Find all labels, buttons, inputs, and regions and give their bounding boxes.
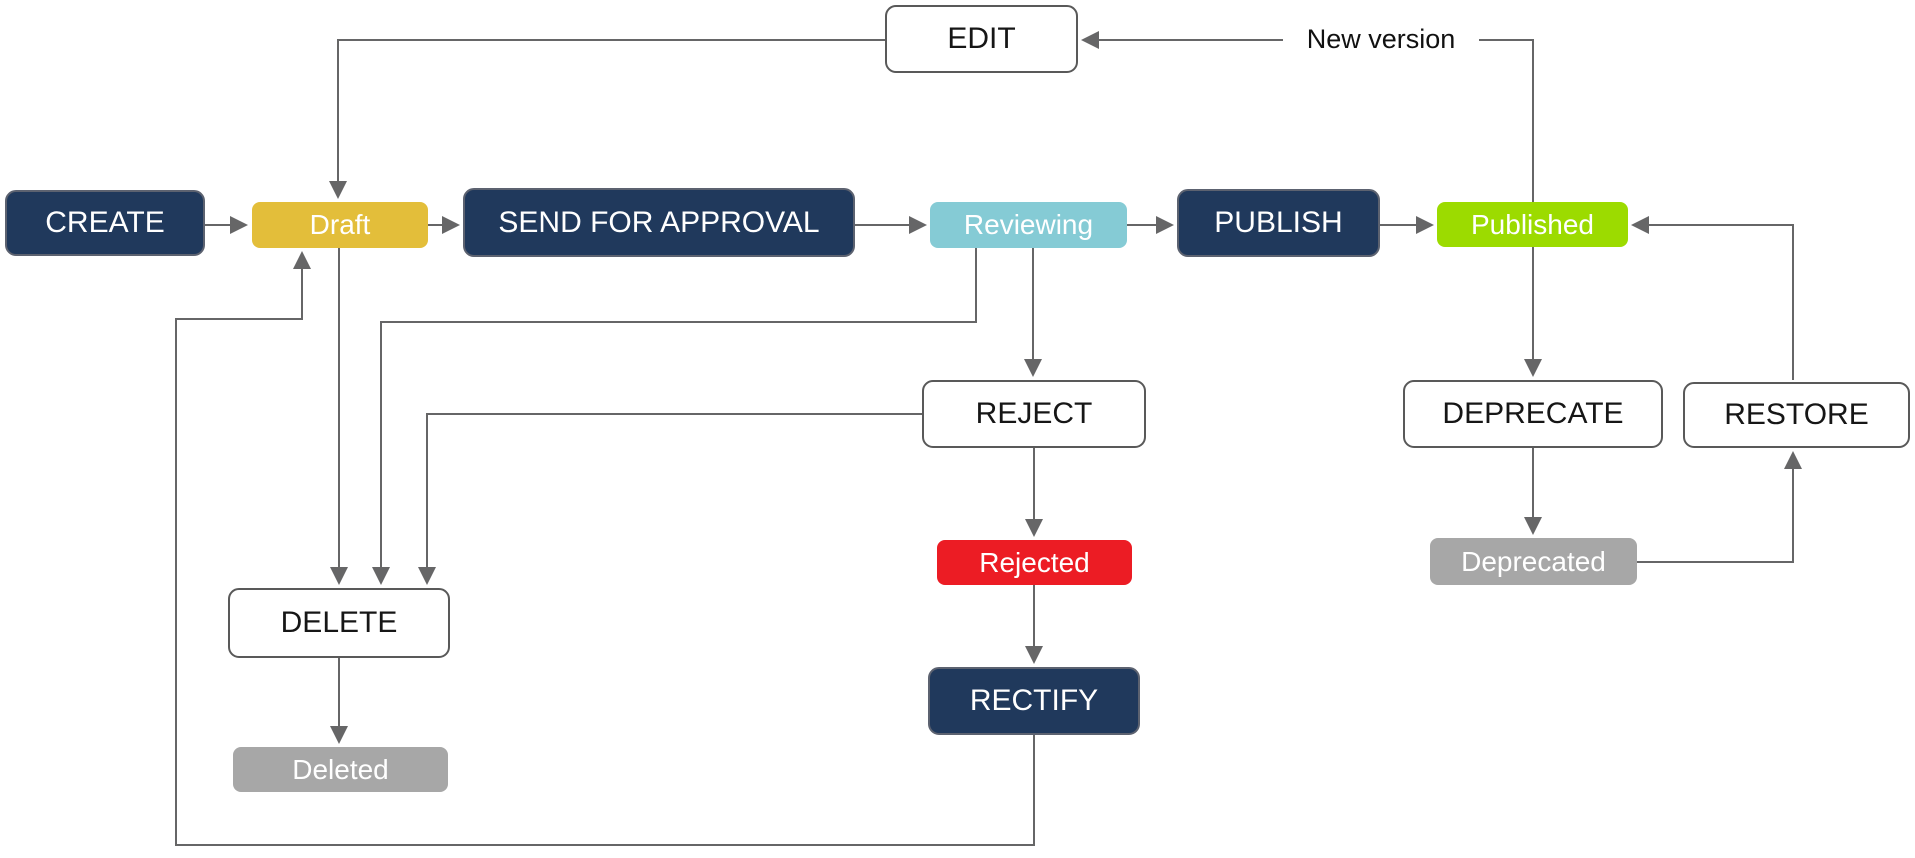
node-reject: REJECT (922, 380, 1146, 448)
edge-rectify-draft (175, 251, 1035, 846)
node-publish: PUBLISH (1177, 189, 1380, 257)
edge-reject-delete (418, 413, 922, 585)
node-rejected: Rejected (937, 540, 1132, 585)
node-deleted: Deleted (233, 747, 448, 792)
edge-published-edit-new-version (1081, 31, 1534, 202)
edge-label-new-version: New version (1283, 18, 1479, 60)
node-send-for-approval: SEND FOR APPROVAL (463, 188, 855, 257)
node-restore: RESTORE (1683, 382, 1910, 448)
node-published: Published (1437, 202, 1628, 247)
node-rectify: RECTIFY (928, 667, 1140, 735)
node-deprecate: DEPRECATE (1403, 380, 1663, 448)
node-draft: Draft (252, 202, 428, 248)
edge-restore-published (1631, 216, 1794, 380)
edge-reviewing-delete (372, 248, 977, 585)
node-delete: DELETE (228, 588, 450, 658)
node-edit: EDIT (885, 5, 1078, 73)
node-deprecated: Deprecated (1430, 538, 1637, 585)
edge-edit-draft (329, 39, 885, 199)
node-reviewing: Reviewing (930, 202, 1127, 248)
edge-deprecated-restore (1637, 451, 1802, 563)
node-create: CREATE (5, 190, 205, 256)
